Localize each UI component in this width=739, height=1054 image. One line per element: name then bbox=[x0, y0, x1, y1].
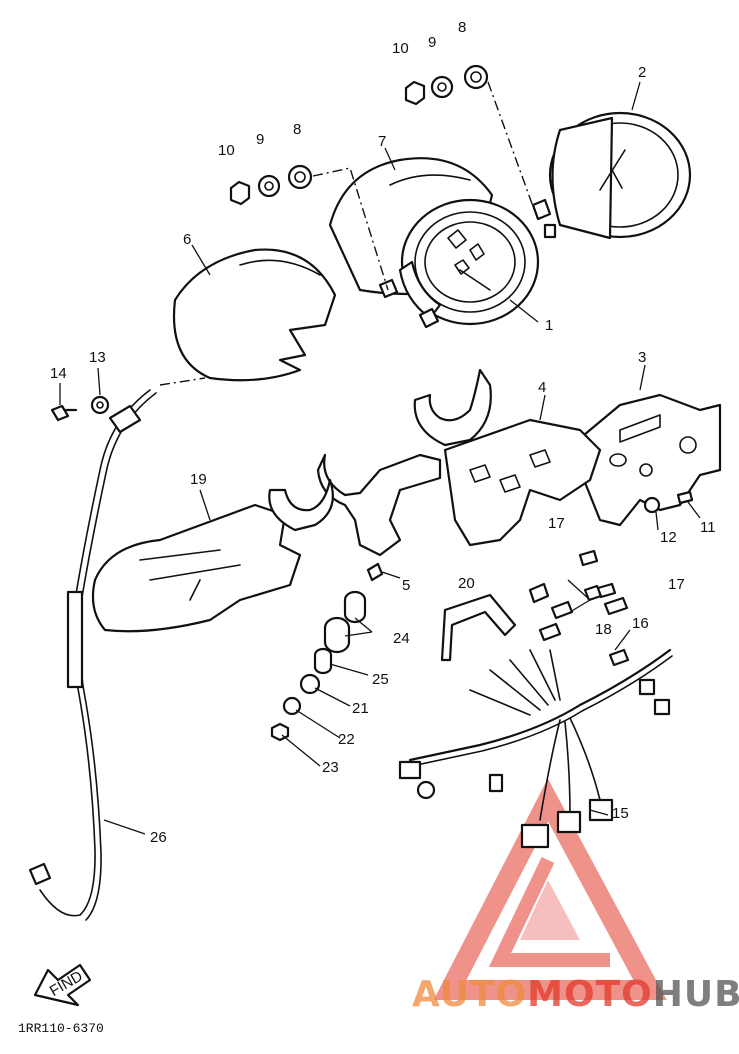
bracket-20 bbox=[440, 593, 517, 662]
lower-cover-19 bbox=[91, 478, 334, 633]
small-parts-stack bbox=[270, 590, 367, 742]
callout-19: 19 bbox=[190, 471, 207, 488]
callout-11: 11 bbox=[700, 519, 716, 536]
callout-14: 14 bbox=[50, 365, 67, 382]
wire-harness-15 bbox=[398, 648, 673, 849]
hardware-upper bbox=[229, 64, 489, 206]
callout-16: 16 bbox=[632, 615, 649, 632]
callout-1: 1 bbox=[545, 317, 553, 334]
svg-text:AUTOMOTOHUB: AUTOMOTOHUB bbox=[412, 974, 739, 1015]
callout-6: 6 bbox=[183, 231, 191, 248]
callout-20: 20 bbox=[458, 575, 475, 592]
callout-9-lower: 9 bbox=[256, 131, 264, 148]
find-arrow-icon: FIND bbox=[33, 963, 92, 1007]
alignment-lines bbox=[159, 81, 536, 386]
meter-assembly-2 bbox=[531, 111, 692, 240]
watermark-part-moto: MOTO bbox=[527, 974, 653, 1015]
callout-leaders bbox=[59, 81, 701, 835]
callout-10-upper: 10 bbox=[392, 40, 409, 57]
hardware-13-14 bbox=[50, 395, 110, 422]
callout-10-lower: 10 bbox=[218, 142, 235, 159]
callout-12: 12 bbox=[660, 529, 677, 546]
meter-cable-26 bbox=[28, 389, 157, 921]
meter-assembly-1 bbox=[378, 198, 540, 329]
bracket-4 bbox=[413, 368, 602, 547]
bulbs-and-sockets bbox=[528, 549, 629, 642]
callout-8-lower: 8 bbox=[293, 121, 301, 138]
callout-15: 15 bbox=[612, 805, 629, 822]
callout-7: 7 bbox=[378, 133, 386, 150]
meter-cover-6 bbox=[172, 248, 337, 382]
watermark-logo bbox=[433, 778, 667, 1000]
callout-4: 4 bbox=[538, 379, 546, 396]
callout-9-upper: 9 bbox=[428, 34, 436, 51]
bracket-3 bbox=[576, 393, 722, 527]
callout-13: 13 bbox=[89, 349, 106, 366]
bracket-5 bbox=[316, 453, 442, 582]
callout-3: 3 bbox=[638, 349, 646, 366]
callout-2: 2 bbox=[638, 64, 646, 81]
callout-8-upper: 8 bbox=[458, 19, 466, 36]
callout-17-upper: 17 bbox=[548, 515, 565, 532]
callout-18: 18 bbox=[595, 621, 612, 638]
callout-26: 26 bbox=[150, 829, 167, 846]
watermark-text: AUTOMOTOHUB bbox=[412, 974, 739, 1015]
callout-labels: 1 2 3 4 5 6 7 8 8 9 9 10 10 11 12 13 14 … bbox=[50, 19, 716, 846]
callout-25: 25 bbox=[372, 671, 389, 688]
callout-21: 21 bbox=[352, 700, 369, 717]
callout-5: 5 bbox=[402, 577, 410, 594]
watermark-part-auto: AUTO bbox=[412, 974, 527, 1015]
callout-23: 23 bbox=[322, 759, 339, 776]
drawing-code: 1RR110-6370 bbox=[18, 1021, 104, 1036]
callout-17-right: 17 bbox=[668, 576, 685, 593]
watermark-part-hub: HUB bbox=[653, 974, 739, 1015]
callout-24: 24 bbox=[393, 630, 410, 647]
callout-22: 22 bbox=[338, 731, 355, 748]
